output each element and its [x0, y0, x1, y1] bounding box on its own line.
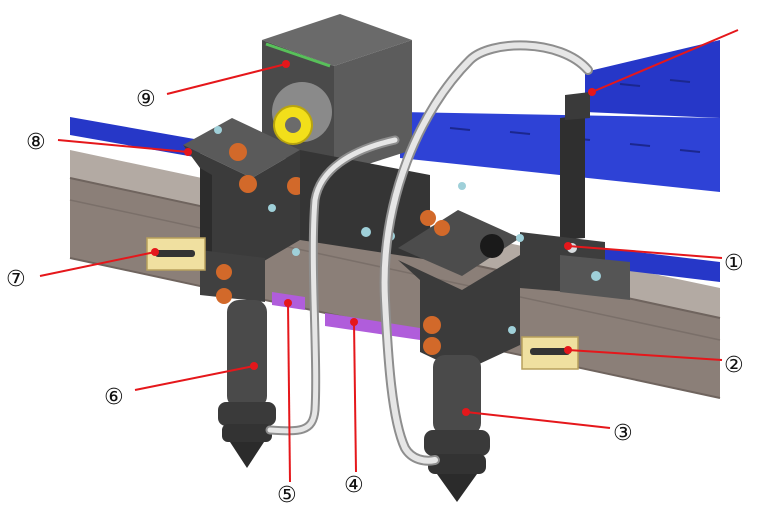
limit-pad-slot	[155, 250, 195, 257]
belt-clamp-bracket	[560, 92, 590, 240]
left-nozzle-collar	[218, 402, 276, 426]
right-nozzle-tube	[433, 355, 481, 435]
air-tube-right-highlight	[381, 42, 591, 464]
bolt-head	[214, 126, 222, 134]
belt-tooth	[629, 143, 651, 147]
leader-dot-7	[151, 248, 159, 256]
callout-6: ⑥	[104, 385, 124, 410]
bracket-arm	[560, 115, 585, 240]
bolt-head	[508, 326, 516, 334]
left-head-body	[183, 145, 300, 268]
leader-line-6	[134, 365, 255, 391]
motor-ring-center	[285, 117, 301, 133]
callout-4: ④	[344, 473, 364, 498]
leader-line-top-right	[591, 29, 739, 93]
right-nozzle-tip	[437, 474, 477, 502]
left-mirror-mount	[200, 250, 265, 302]
belt-left-strip	[70, 117, 200, 158]
leader-line-1	[567, 245, 723, 259]
orange-knob	[420, 210, 436, 226]
leader-line-9	[166, 63, 287, 95]
left-nozzle-collar	[222, 424, 272, 442]
right-nozzle-collar	[428, 454, 486, 474]
callout-labels: ⑨ ⑧ ⑦ ⑥ ⑤ ④ ③ ② ①	[6, 87, 744, 508]
rail-groove-line	[69, 199, 721, 341]
bolt-head	[268, 204, 276, 212]
callout-3: ③	[613, 421, 633, 446]
limit-pad-slot	[530, 348, 570, 355]
belt-left	[70, 117, 200, 158]
right-head-top	[398, 210, 520, 276]
belt-tooth	[509, 131, 531, 135]
belt-tooth	[679, 149, 701, 153]
motor-top-face	[262, 14, 412, 66]
callout-1: ①	[724, 251, 744, 276]
orange-knob	[229, 143, 247, 161]
belt-tooth	[449, 127, 471, 131]
leader-line-8	[57, 139, 189, 153]
orange-knob	[434, 220, 450, 236]
leader-line-5	[287, 302, 291, 483]
orange-knob	[216, 264, 232, 280]
air-tubes	[265, 40, 593, 466]
bolt-head	[361, 227, 371, 237]
callout-9: ⑨	[136, 87, 156, 112]
left-nozzle-tube	[227, 300, 267, 408]
motor-green-edge	[265, 42, 331, 68]
callout-5: ⑤	[277, 483, 297, 508]
belt-teeth	[449, 79, 701, 153]
bracket-cap	[565, 92, 590, 120]
left-head-side	[200, 168, 212, 255]
leader-dot-8	[184, 148, 192, 156]
orange-knob	[423, 316, 441, 334]
bolt-head	[458, 182, 466, 190]
right-head-aperture	[480, 234, 504, 258]
leader-dot-5	[284, 299, 292, 307]
belt-tooth	[619, 83, 641, 87]
orange-knob	[216, 288, 232, 304]
leader-line-2	[567, 349, 723, 361]
bolt-head	[516, 234, 524, 242]
leader-lines	[39, 29, 739, 483]
leader-line-4	[353, 321, 357, 473]
leader-dot-2	[564, 346, 572, 354]
belt-upper-strip	[585, 40, 720, 118]
right-nozzle-collar	[424, 430, 490, 456]
leader-dot-3	[462, 408, 470, 416]
carriage-screw	[591, 271, 601, 281]
orange-knob	[239, 175, 257, 193]
leader-dot-6	[250, 362, 258, 370]
leader-dot-9	[282, 60, 290, 68]
left-nozzle-tip	[230, 442, 264, 468]
belt-tooth	[669, 79, 691, 83]
air-tube-left-highlight	[267, 137, 398, 434]
bolt-head	[292, 248, 300, 256]
callout-8: ⑧	[26, 130, 46, 155]
leader-dot-top-right	[588, 88, 596, 96]
purple-bar-long	[325, 313, 420, 340]
leader-dot-1	[564, 242, 572, 250]
leader-line-7	[39, 251, 156, 277]
callout-2: ②	[724, 353, 744, 378]
callout-7: ⑦	[6, 267, 26, 292]
left-laser-head	[183, 118, 305, 468]
orange-knob	[423, 337, 441, 355]
right-laser-head	[398, 182, 524, 502]
leader-line-3	[465, 411, 611, 429]
leader-dot-4	[350, 318, 358, 326]
